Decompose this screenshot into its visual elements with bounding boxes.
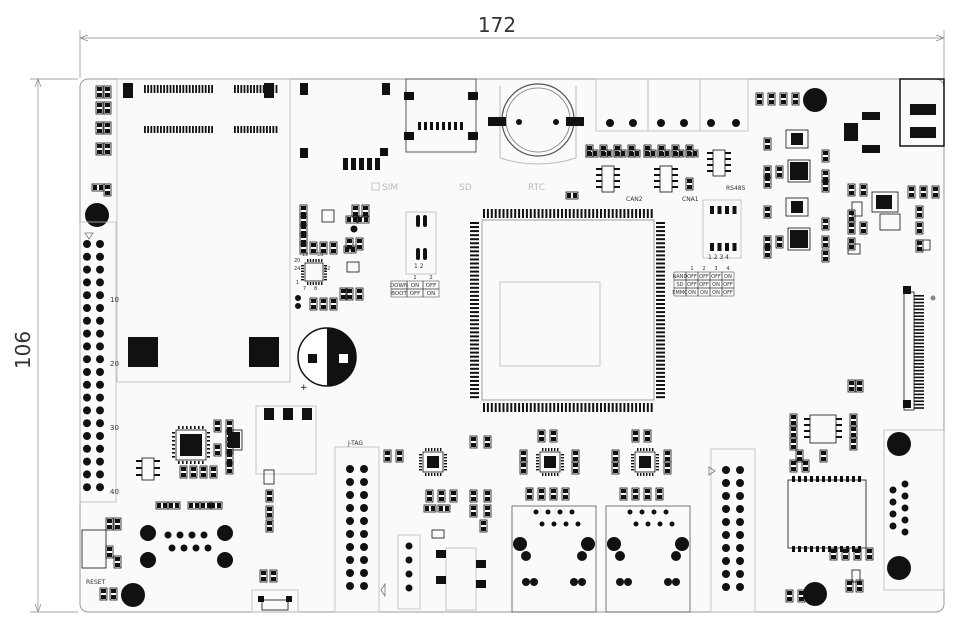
- svg-text:ON: ON: [712, 290, 720, 296]
- rtc-battery-holder: [488, 83, 584, 165]
- svg-text:ON: ON: [724, 274, 732, 280]
- svg-text:ON: ON: [712, 282, 720, 288]
- mount-hole-bottom-right: [803, 582, 827, 606]
- svg-text:SD: SD: [676, 282, 683, 288]
- gpio-label-10: 10: [110, 296, 119, 304]
- dip-switch: [702, 199, 742, 259]
- dimension-width-label: 172: [478, 13, 516, 37]
- mount-hole-top-right: [803, 88, 827, 112]
- svg-text:ON: ON: [688, 290, 696, 296]
- mount-hole-bottom-left: [121, 583, 145, 607]
- svg-text:OFF: OFF: [723, 282, 733, 288]
- jtag-header-outline: [334, 446, 380, 613]
- gpio-label-20: 20: [110, 360, 119, 368]
- boot-jumper-pads: [416, 215, 427, 260]
- center-left-smd-parts: [295, 204, 370, 311]
- pin-label-19: 19: [302, 252, 308, 258]
- svg-text:1: 1: [413, 275, 417, 281]
- db9-connector: [883, 429, 945, 591]
- svg-text:EMMC: EMMC: [672, 290, 688, 296]
- reset-label: RESET: [86, 579, 106, 586]
- svg-text:2: 2: [429, 275, 433, 281]
- lcd-mount-pad-left: [128, 337, 158, 367]
- bottom-left-parts: [81, 405, 317, 613]
- dimension-height: [30, 78, 78, 613]
- dip-switch-pads: [710, 206, 737, 251]
- jtag-label: J-TAG: [347, 440, 363, 447]
- can2-label: CAN2: [626, 196, 643, 203]
- svg-text:ON: ON: [411, 283, 419, 289]
- sd-slot-outline: [405, 78, 477, 153]
- ethernet-section: [383, 429, 691, 613]
- svg-text:+: +: [300, 383, 308, 393]
- svg-text:BOOT: BOOT: [391, 291, 407, 297]
- svg-text:OFF: OFF: [711, 274, 721, 280]
- svg-text:OFF: OFF: [699, 282, 709, 288]
- boot-jumper-numbers: 1 2: [414, 263, 424, 270]
- left-edge-smd-parts: [91, 85, 112, 197]
- gpio-header-outline: [79, 221, 117, 503]
- pin-label-12: 12: [324, 266, 330, 272]
- dc-jack-outline: [899, 78, 945, 147]
- pin-label-24: 24: [294, 266, 300, 272]
- pin-label-8: 8: [314, 286, 317, 292]
- lcd-mount-pad-right: [249, 337, 279, 367]
- svg-text:3: 3: [714, 266, 717, 272]
- dimension-height-label: 106: [11, 331, 35, 369]
- can-rs485-smd-parts: [565, 144, 731, 200]
- pin-label-7: 7: [303, 286, 306, 292]
- svg-text:ON: ON: [700, 290, 708, 296]
- mount-hole-left: [85, 203, 109, 227]
- right-side-parts: [755, 92, 940, 603]
- svg-text:OFF: OFF: [699, 274, 709, 280]
- rtc-label: RTC: [528, 183, 545, 193]
- svg-text:ON: ON: [427, 291, 435, 297]
- svg-text:OFF: OFF: [687, 274, 697, 280]
- svg-text:DOWN: DOWN: [390, 283, 408, 289]
- sim-label: SIM: [382, 183, 398, 193]
- pmic-chip: [301, 259, 360, 285]
- rs485-label: RS485: [726, 185, 746, 192]
- sim-slot-pad: [300, 83, 308, 95]
- pin-label-1: 1: [296, 280, 299, 286]
- gpio-label-40: 40: [110, 488, 119, 496]
- ffc-connector: [903, 286, 936, 411]
- svg-text:1: 1: [690, 266, 693, 272]
- svg-text:OFF: OFF: [687, 282, 697, 288]
- svg-text:OFF: OFF: [410, 291, 421, 297]
- gpio-label-30: 30: [110, 424, 119, 432]
- pin-label-20: 20: [294, 258, 300, 264]
- terminal-blocks: [595, 78, 749, 132]
- dip-numbers: 1 2 3 4: [708, 254, 729, 261]
- terminal-pins: [606, 119, 740, 127]
- cpu-chip: [470, 209, 665, 412]
- gpio-header-pins: [83, 240, 104, 492]
- svg-text:NAND: NAND: [673, 274, 688, 280]
- can1-label: CNA1: [682, 196, 699, 203]
- lcd-connector-zone: [116, 78, 291, 383]
- pin-label-13: 13: [317, 252, 323, 258]
- right-header-outline: [710, 448, 756, 613]
- svg-text:OFF: OFF: [723, 290, 733, 296]
- sd-slot-pins: [418, 122, 463, 130]
- sim-pins: [343, 158, 380, 170]
- svg-text:4: 4: [726, 266, 729, 272]
- lcd-connector-pins: [144, 85, 278, 133]
- boot-jumper-outline: [405, 211, 437, 275]
- svg-text:OFF: OFF: [426, 283, 437, 289]
- right-header-pins: [722, 466, 744, 591]
- sd-label: SD: [459, 183, 472, 193]
- dimension-width: [79, 30, 945, 78]
- svg-text:2: 2: [702, 266, 705, 272]
- jtag-header-pins: [346, 465, 368, 590]
- electrolytic-capacitor: +: [297, 327, 357, 393]
